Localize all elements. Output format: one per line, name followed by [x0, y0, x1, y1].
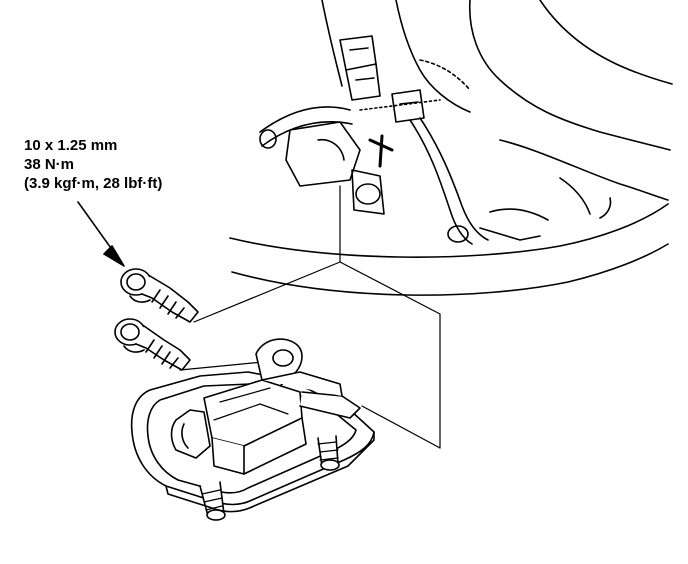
bolt-size-label: 10 x 1.25 mm: [24, 137, 118, 154]
torque-nm-label: 38 N·m: [24, 156, 75, 173]
mount-bolt-lower: [114, 318, 191, 371]
engine-background: [229, 0, 673, 296]
callout-arrow: [77, 201, 125, 267]
mount-stud-left: [199, 481, 226, 521]
torque-spec-callout: 10 x 1.25 mm 38 N·m (3.9 kgf·m, 28 lbf·f…: [24, 136, 162, 193]
mount-bolt-upper: [120, 268, 199, 323]
engine-mount-bracket: [130, 338, 375, 521]
torque-alt-label: (3.9 kgf·m, 28 lbf·ft): [24, 175, 163, 192]
mount-stud-right: [317, 435, 340, 471]
